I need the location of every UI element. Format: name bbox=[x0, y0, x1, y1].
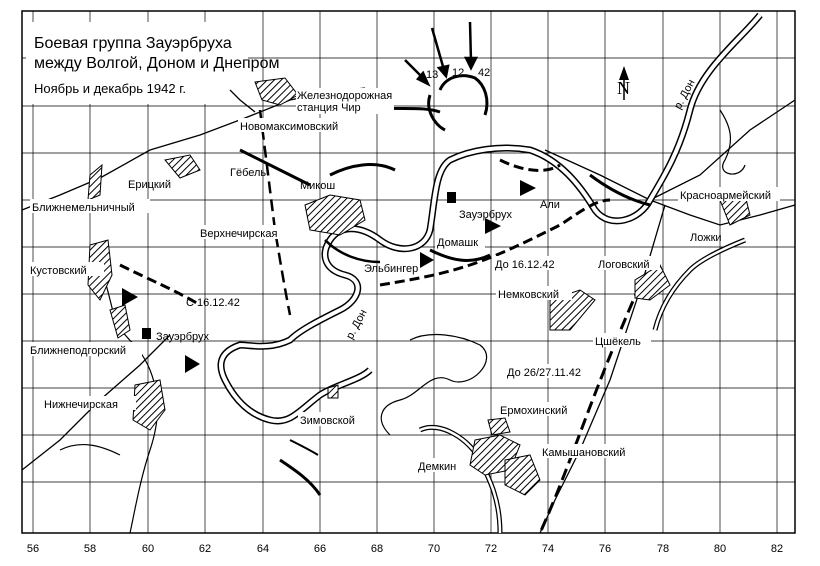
x-tick: 58 bbox=[84, 543, 96, 555]
settlement-blizhnepodgorsky bbox=[109, 304, 131, 339]
label-logovsky: Логовский bbox=[598, 259, 650, 271]
label-lozhki: Ложки bbox=[690, 232, 722, 244]
x-tick: 62 bbox=[199, 543, 211, 555]
settlement-zimovskoy bbox=[327, 384, 339, 399]
label-do-26-27-11-42: До 26/27.11.42 bbox=[507, 367, 581, 379]
label-river-don-center: р. Дон bbox=[344, 308, 370, 342]
unit-symbols bbox=[122, 180, 536, 373]
label-sauerbruch-west: Зауэрбрух bbox=[156, 331, 210, 343]
label-verkhnechirskaya: Верхнечирская bbox=[200, 228, 277, 240]
railways bbox=[21, 87, 796, 534]
label-mikosh: Микош bbox=[300, 180, 335, 192]
label-ermokhinsky: Ермохинский bbox=[500, 405, 567, 417]
title-box bbox=[26, 22, 248, 104]
label-eritsky: Ерицкий bbox=[128, 179, 171, 191]
label-sauerbruch-east: Зауэрбрух bbox=[459, 209, 513, 221]
x-tick: 82 bbox=[771, 543, 783, 555]
label-domashk: Домашк bbox=[437, 237, 478, 249]
x-tick: 76 bbox=[599, 543, 611, 555]
label-krasnoarmeysky: Красноармейский bbox=[680, 190, 771, 202]
label-stantsiya-chir: станция Чир bbox=[297, 102, 361, 114]
hq-sauerbruch-east bbox=[447, 192, 456, 203]
x-tick: 80 bbox=[714, 543, 726, 555]
hq-sauerbruch-west bbox=[142, 328, 151, 339]
label-nizhnechirskaya: Нижнечирская bbox=[44, 399, 118, 411]
x-tick: 70 bbox=[428, 543, 440, 555]
attack-arrows bbox=[404, 21, 479, 87]
river-chir bbox=[59, 109, 746, 534]
x-tick: 74 bbox=[542, 543, 554, 555]
x-tick: 56 bbox=[27, 543, 39, 555]
settlement-blizhnemelnichny bbox=[87, 163, 103, 201]
label-nemkovsky: Немковский bbox=[498, 289, 559, 301]
label-zheleznodorozhnaya: Железнодорожная bbox=[297, 90, 392, 102]
label-blizhnepodgorsky: Ближнеподгорский bbox=[30, 345, 126, 357]
title-line2: между Волгой, Доном и Днепром bbox=[34, 55, 279, 72]
flag-ali bbox=[520, 180, 536, 196]
north-arrow: N bbox=[617, 66, 630, 100]
flag-elbinger bbox=[420, 252, 434, 268]
settlement-ermokhinsky bbox=[487, 417, 511, 436]
x-tick: 72 bbox=[485, 543, 497, 555]
label-novomaksimovsky: Новомаксимовский bbox=[240, 121, 338, 133]
label-demkin: Демкин bbox=[418, 461, 456, 473]
title-line1: Боевая группа Зауэрбруха bbox=[34, 35, 232, 52]
label-kamyshanovsky: Камышановский bbox=[542, 447, 625, 459]
settlement-verkhnechirskaya bbox=[304, 194, 366, 236]
x-tick: 78 bbox=[657, 543, 669, 555]
settlements bbox=[87, 77, 751, 496]
front-lines bbox=[119, 74, 651, 534]
x-tick: 60 bbox=[142, 543, 154, 555]
x-axis-ticks: 56 58 60 62 64 66 68 70 72 74 76 78 80 8… bbox=[27, 543, 783, 555]
division-13: 13 bbox=[426, 69, 438, 81]
settlement-kamyshanovsky bbox=[504, 454, 541, 496]
label-ali: Али bbox=[540, 199, 560, 211]
settlement-nizhnechirskaya bbox=[132, 379, 166, 431]
flag-domashk bbox=[485, 218, 501, 234]
division-42: 42 bbox=[478, 67, 490, 79]
settlement-eritsky bbox=[164, 154, 201, 179]
settlement-novomaksimovsky bbox=[254, 77, 299, 106]
label-s-16-12-42: С 16.12.42 bbox=[186, 297, 240, 309]
label-elbinger: Эльбингер bbox=[364, 263, 418, 275]
label-zimovskoy: Зимовской bbox=[300, 415, 355, 427]
label-blizhnemelnichny: Ближнемельничный bbox=[32, 202, 135, 214]
label-gebel: Гёбель bbox=[230, 167, 266, 179]
flag-kustovsky bbox=[122, 288, 138, 306]
label-kustovsky: Кустовский bbox=[30, 265, 87, 277]
place-labels: Железнодорожная станция Чир Новомаксимов… bbox=[28, 88, 780, 473]
map-frame bbox=[21, 10, 796, 534]
river-don bbox=[217, 12, 763, 534]
north-arrow-letter: N bbox=[617, 78, 630, 98]
label-do-16-12-42: До 16.12.42 bbox=[495, 259, 555, 271]
flag-sauerbruch-west bbox=[185, 355, 200, 373]
division-12: 12 bbox=[452, 67, 464, 79]
title-period: Ноябрь и декабрь 1942 г. bbox=[34, 81, 186, 96]
x-tick: 64 bbox=[257, 543, 269, 555]
x-tick: 68 bbox=[371, 543, 383, 555]
label-tsshekel: Цшёкель bbox=[595, 336, 641, 348]
x-tick: 66 bbox=[314, 543, 326, 555]
